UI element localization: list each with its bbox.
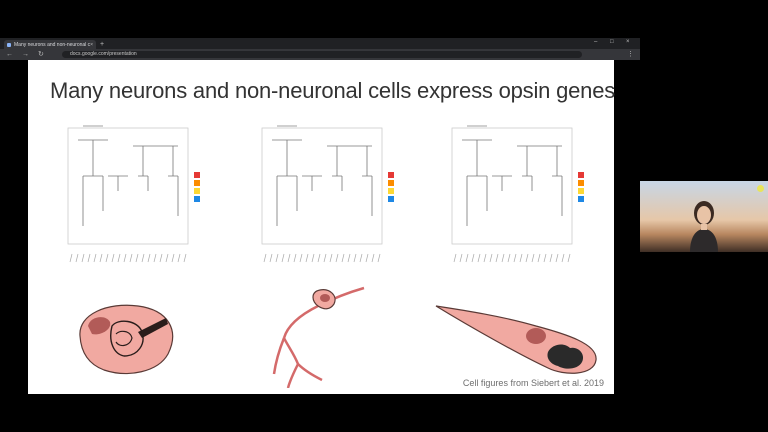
- maximize-button[interactable]: □: [610, 39, 614, 45]
- tab-title: Many neurons and non-neuronal cells expr…: [14, 41, 91, 48]
- presentation-slide: Many neurons and non-neuronal cells expr…: [28, 60, 616, 394]
- slide-caption: Cell figures from Siebert et al. 2019: [462, 378, 604, 388]
- address-bar[interactable]: docs.google.com/presentation: [62, 51, 582, 58]
- back-button[interactable]: ←: [6, 51, 13, 58]
- slides-favicon-icon: [7, 42, 11, 47]
- presenter-avatar: [690, 201, 718, 252]
- reload-button[interactable]: ↻: [38, 51, 44, 58]
- tab-close-icon[interactable]: ×: [90, 41, 93, 48]
- webcam-status-indicator: [757, 185, 764, 192]
- dendrogram-figure-3: [451, 125, 584, 263]
- tab-bar: Many neurons and non-neuronal cells expr…: [0, 38, 640, 49]
- dendrogram-figure-2: [261, 125, 394, 263]
- dendrogram-figure-1: [67, 125, 200, 263]
- browser-menu-icon[interactable]: ⋮: [627, 51, 634, 58]
- close-window-button[interactable]: ×: [626, 39, 630, 45]
- tab-slides[interactable]: Many neurons and non-neuronal cells expr…: [4, 40, 96, 49]
- browser-toolbar: ← → ↻ docs.google.com/presentation ⋮: [0, 49, 640, 60]
- url-text: docs.google.com/presentation: [70, 51, 137, 57]
- cell-illustration-spindle: [435, 305, 597, 374]
- new-tab-button[interactable]: +: [100, 41, 105, 48]
- cell-illustration-round: [79, 304, 174, 375]
- cell-illustration-elongated: [272, 286, 365, 388]
- slide-title: Many neurons and non-neuronal cells expr…: [50, 78, 616, 103]
- minimize-button[interactable]: –: [594, 39, 598, 45]
- forward-button[interactable]: →: [22, 51, 29, 58]
- webcam-thumbnail[interactable]: [640, 181, 768, 252]
- browser-window: Many neurons and non-neuronal cells expr…: [0, 38, 640, 60]
